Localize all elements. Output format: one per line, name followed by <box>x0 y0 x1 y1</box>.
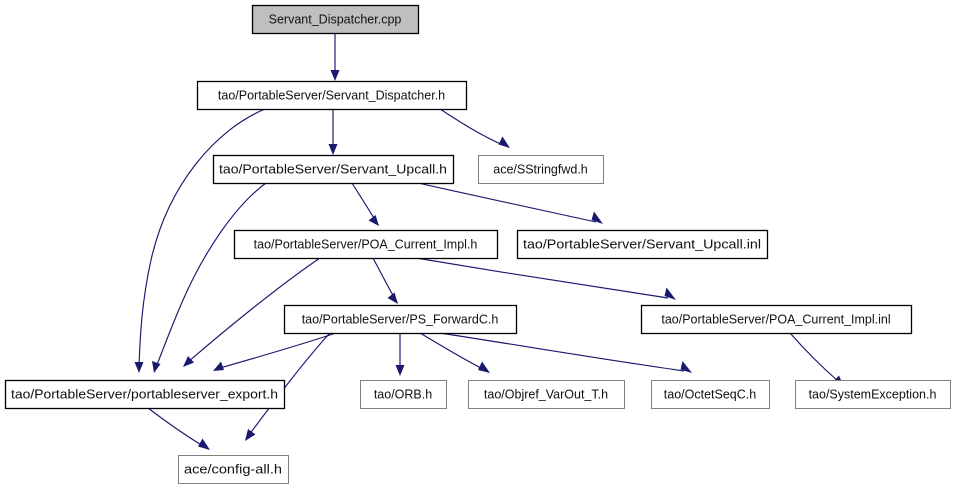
node-box[interactable] <box>516 229 769 260</box>
node-box[interactable] <box>640 304 913 335</box>
edge-line <box>439 108 504 146</box>
graph-node-ace-config-all-h[interactable]: ace/config-all.h <box>178 455 289 484</box>
edge-n4-to-n8 <box>183 257 321 367</box>
arrowhead-icon <box>395 365 405 376</box>
edge-line <box>417 182 597 223</box>
edge-n2-to-n4 <box>351 182 379 226</box>
node-box[interactable] <box>360 380 447 409</box>
node-label: tao/SystemException.h <box>809 387 937 401</box>
graph-node-tao-portableserver-servant-upcall-inl[interactable]: tao/PortableServer/Servant_Upcall.inl <box>516 229 769 260</box>
edge-n6-to-n11 <box>439 332 692 373</box>
node-label: tao/PortableServer/portableserver_export… <box>11 387 278 401</box>
node-box[interactable] <box>478 155 604 184</box>
edge-n1-to-n3 <box>439 108 510 148</box>
edges-layer <box>134 33 844 450</box>
node-label: tao/OctetSeqC.h <box>664 387 756 401</box>
edge-line <box>147 407 204 447</box>
graph-node-tao-portableserver-poa-current-impl-inl[interactable]: tao/PortableServer/POA_Current_Impl.inl <box>640 304 913 335</box>
node-box[interactable] <box>233 229 499 260</box>
arrowhead-icon <box>198 438 210 450</box>
node-box[interactable] <box>212 154 455 185</box>
node-box[interactable] <box>283 304 518 335</box>
edge-n6-to-n10 <box>419 332 490 373</box>
edge-line <box>138 108 266 367</box>
node-box[interactable] <box>468 380 625 409</box>
edge-n1-to-n2 <box>328 109 338 155</box>
graph-node-tao-portableserver-portableserver-export-h[interactable]: tao/PortableServer/portableserver_export… <box>4 379 286 410</box>
arrowhead-icon <box>478 361 490 373</box>
node-label: tao/PortableServer/POA_Current_Impl.h <box>254 237 478 251</box>
edge-n0-to-n1 <box>330 33 340 81</box>
node-label: ace/SStringfwd.h <box>493 162 588 176</box>
arrowhead-icon <box>152 361 161 373</box>
edge-n4-to-n6 <box>372 257 398 304</box>
edge-n2-to-n8 <box>152 182 267 373</box>
edge-n7-to-n12 <box>789 332 844 387</box>
edge-n8-to-n13 <box>147 407 210 450</box>
node-label: tao/PortableServer/Servant_Upcall.inl <box>523 237 761 251</box>
graph-node-tao-orb-h[interactable]: tao/ORB.h <box>360 380 447 409</box>
edge-line <box>248 332 331 436</box>
node-box[interactable] <box>178 455 289 484</box>
node-label: tao/PortableServer/POA_Current_Impl.inl <box>661 312 890 326</box>
arrowhead-icon <box>328 144 338 155</box>
edge-n2-to-n5 <box>417 182 603 224</box>
arrowhead-icon <box>368 215 379 226</box>
edge-line <box>419 332 484 370</box>
node-box[interactable] <box>795 380 951 409</box>
edge-n6-to-n9 <box>395 333 405 376</box>
edge-line <box>155 182 267 368</box>
graph-node-tao-objref-varout-t-h[interactable]: tao/Objref_VarOut_T.h <box>468 380 625 409</box>
arrowhead-icon <box>213 361 224 371</box>
node-box[interactable] <box>651 380 770 409</box>
node-box[interactable] <box>196 80 468 111</box>
node-label: tao/PortableServer/Servant_Upcall.h <box>219 162 447 176</box>
graph-node-tao-portableserver-ps-forwardc-h[interactable]: tao/PortableServer/PS_ForwardC.h <box>283 304 518 335</box>
node-box[interactable] <box>4 379 286 410</box>
nodes-layer: Servant_Dispatcher.cpp tao/PortableServer… <box>4 4 951 484</box>
arrowhead-icon <box>183 356 194 367</box>
graph-node-servant-dispatcher-cpp[interactable]: Servant_Dispatcher.cpp <box>251 4 420 35</box>
graph-node-tao-portableserver-servant-upcall-h[interactable]: tao/PortableServer/Servant_Upcall.h <box>212 154 455 185</box>
node-box[interactable] <box>251 4 420 35</box>
graph-node-tao-portableserver-servant-dispatcher-h[interactable]: tao/PortableServer/Servant_Dispatcher.h <box>196 80 468 111</box>
graph-node-ace-sstringfwd-h[interactable]: ace/SStringfwd.h <box>478 155 604 184</box>
edge-line <box>351 182 376 221</box>
arrowhead-icon <box>591 211 603 224</box>
arrowhead-icon <box>664 287 676 300</box>
arrowhead-icon <box>134 362 144 373</box>
graph-node-tao-portableserver-poa-current-impl-h[interactable]: tao/PortableServer/POA_Current_Impl.h <box>233 229 499 260</box>
edge-line <box>187 257 321 363</box>
edge-line <box>219 332 337 369</box>
graph-node-tao-systemexception-h[interactable]: tao/SystemException.h <box>795 380 951 409</box>
graph-node-tao-octetseqc-h[interactable]: tao/OctetSeqC.h <box>651 380 770 409</box>
node-label: Servant_Dispatcher.cpp <box>269 12 402 26</box>
edge-n4-to-n7 <box>415 257 676 300</box>
arrowhead-icon <box>330 70 340 81</box>
edge-line <box>372 257 395 298</box>
edge-line <box>439 332 685 372</box>
node-label: tao/ORB.h <box>374 387 432 401</box>
edge-n6-to-n13 <box>245 332 331 441</box>
edge-n6-to-n8 <box>213 332 337 371</box>
node-label: ace/config-all.h <box>184 462 282 476</box>
edge-line <box>415 257 669 299</box>
node-label: tao/Objref_VarOut_T.h <box>484 387 608 401</box>
edge-n1-to-n8 <box>134 108 266 373</box>
node-label: tao/PortableServer/Servant_Dispatcher.h <box>218 88 445 102</box>
arrowhead-icon <box>498 136 510 148</box>
arrowhead-icon <box>680 361 692 373</box>
edge-line <box>789 332 839 382</box>
arrowhead-icon <box>387 292 398 304</box>
arrowhead-icon <box>245 429 256 441</box>
node-label: tao/PortableServer/PS_ForwardC.h <box>302 312 499 326</box>
